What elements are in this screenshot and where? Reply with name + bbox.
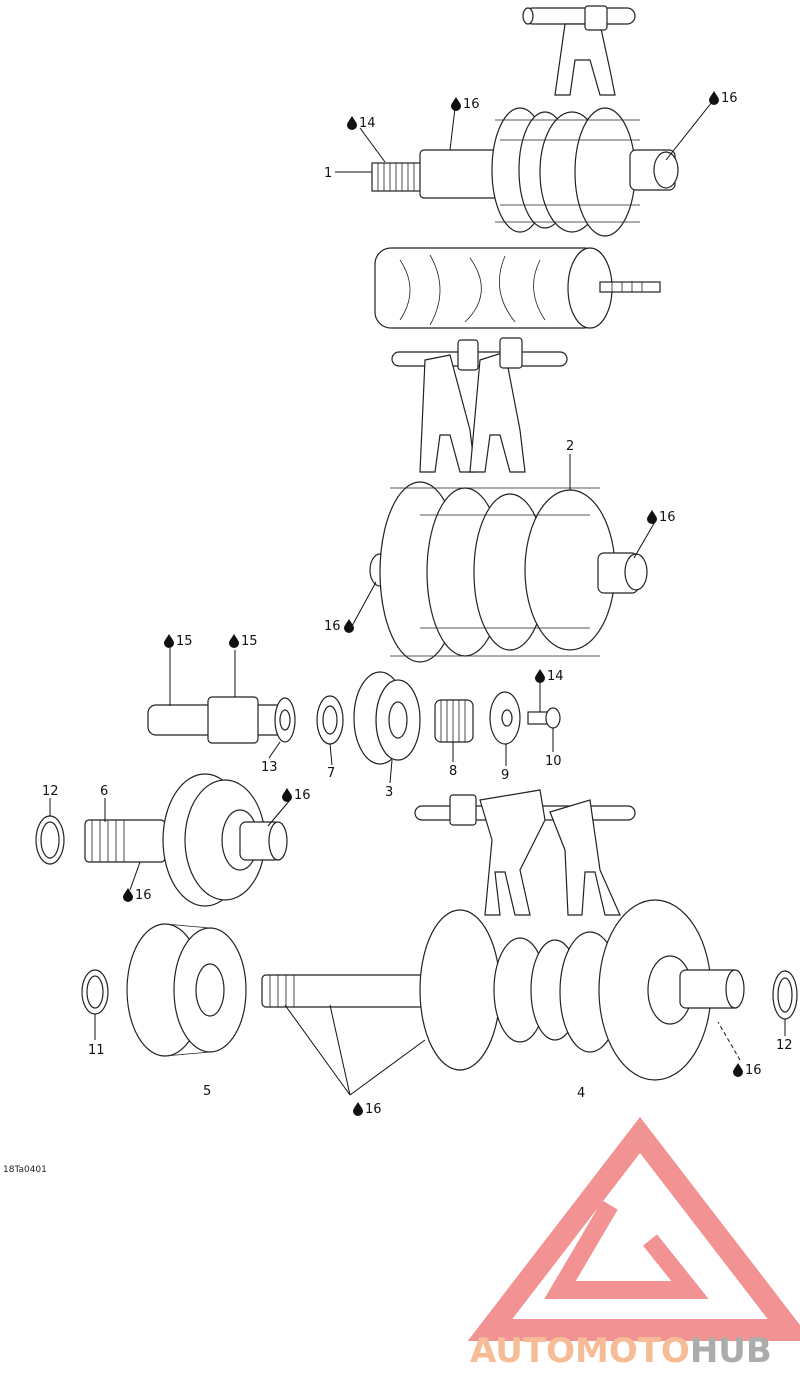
washer-7 bbox=[316, 695, 344, 745]
drawing-code: 18Ta0401 bbox=[3, 1165, 47, 1175]
thrust-washer-9 bbox=[489, 691, 521, 745]
lube-callouts: 14 16 16 16 16 15 15 14 16 16 16 16 bbox=[135, 91, 762, 1117]
circlip-11 bbox=[81, 969, 109, 1015]
part-label: 3 bbox=[385, 785, 393, 800]
oil-drop-icon bbox=[347, 116, 357, 130]
oil-drop-icon bbox=[709, 91, 719, 105]
watermark-g-mark bbox=[544, 1200, 709, 1299]
lube-callout: 16 bbox=[324, 619, 341, 634]
shift-drum bbox=[374, 247, 661, 329]
countershaft-gear-cluster bbox=[369, 481, 648, 663]
part-label: 12 bbox=[42, 784, 59, 799]
needle-bearing-8 bbox=[434, 699, 474, 743]
oil-drop-icon bbox=[229, 634, 239, 648]
circlip-12-left bbox=[35, 815, 65, 865]
svg-text:AUTOMOTOHUB: AUTOMOTOHUB bbox=[470, 1331, 772, 1371]
part-label: 6 bbox=[100, 784, 108, 799]
main-shaft-assembly bbox=[371, 107, 679, 237]
watermark-logo: AUTOMOTOHUB bbox=[467, 1116, 800, 1371]
lube-callout: 15 bbox=[241, 634, 258, 649]
screw-10 bbox=[527, 707, 561, 729]
lube-callout: 16 bbox=[721, 91, 738, 106]
middle-shift-forks bbox=[391, 337, 568, 473]
lube-callout: 15 bbox=[176, 634, 193, 649]
oil-drop-icon bbox=[164, 634, 174, 648]
output-shaft-assembly-4 bbox=[261, 899, 745, 1081]
watermark-hub: HUB bbox=[690, 1331, 772, 1371]
part-label: 11 bbox=[88, 1043, 105, 1058]
watermark-triangle bbox=[467, 1116, 800, 1341]
oil-drop-icon bbox=[535, 669, 545, 683]
part-label: 8 bbox=[449, 764, 457, 779]
bottom-shift-forks bbox=[414, 789, 636, 916]
lube-callout: 16 bbox=[135, 888, 152, 903]
oil-drop-icon bbox=[344, 619, 354, 633]
lube-callout: 16 bbox=[365, 1102, 382, 1117]
lube-callout: 14 bbox=[547, 669, 564, 684]
output-shaft-6 bbox=[84, 773, 288, 907]
oil-drop-icon bbox=[353, 1102, 363, 1116]
gear-5 bbox=[126, 923, 247, 1057]
idler-gear-3 bbox=[353, 671, 421, 765]
part-label: 13 bbox=[261, 760, 278, 775]
lube-callout: 16 bbox=[463, 97, 480, 112]
top-shift-fork bbox=[522, 5, 636, 96]
part-label: 12 bbox=[776, 1038, 793, 1053]
lube-callout: 16 bbox=[745, 1063, 762, 1078]
part-label: 10 bbox=[545, 754, 562, 769]
watermark-auto: AUTO bbox=[470, 1331, 575, 1371]
idler-shaft bbox=[147, 696, 296, 744]
leader-lines bbox=[49, 101, 786, 1096]
watermark-moto: MOTO bbox=[575, 1331, 690, 1371]
oil-drop-icon bbox=[282, 788, 292, 802]
lube-callout: 16 bbox=[659, 510, 676, 525]
part-label: 7 bbox=[327, 766, 335, 781]
lube-drop-icons bbox=[123, 91, 743, 1116]
circlip-12-right bbox=[772, 970, 798, 1020]
lube-callout: 16 bbox=[294, 788, 311, 803]
part-label: 1 bbox=[324, 166, 332, 181]
oil-drop-icon bbox=[451, 97, 461, 111]
part-labels: 1 2 3 4 5 6 7 8 9 10 11 12 12 13 bbox=[42, 166, 793, 1101]
lube-callout: 14 bbox=[359, 116, 376, 131]
part-label: 5 bbox=[203, 1084, 211, 1099]
oil-drop-icon bbox=[647, 510, 657, 524]
part-label: 2 bbox=[566, 439, 574, 454]
part-label: 4 bbox=[577, 1086, 585, 1101]
oil-drop-icon bbox=[733, 1063, 743, 1077]
part-label: 9 bbox=[501, 768, 509, 783]
oil-drop-icon bbox=[123, 888, 133, 902]
